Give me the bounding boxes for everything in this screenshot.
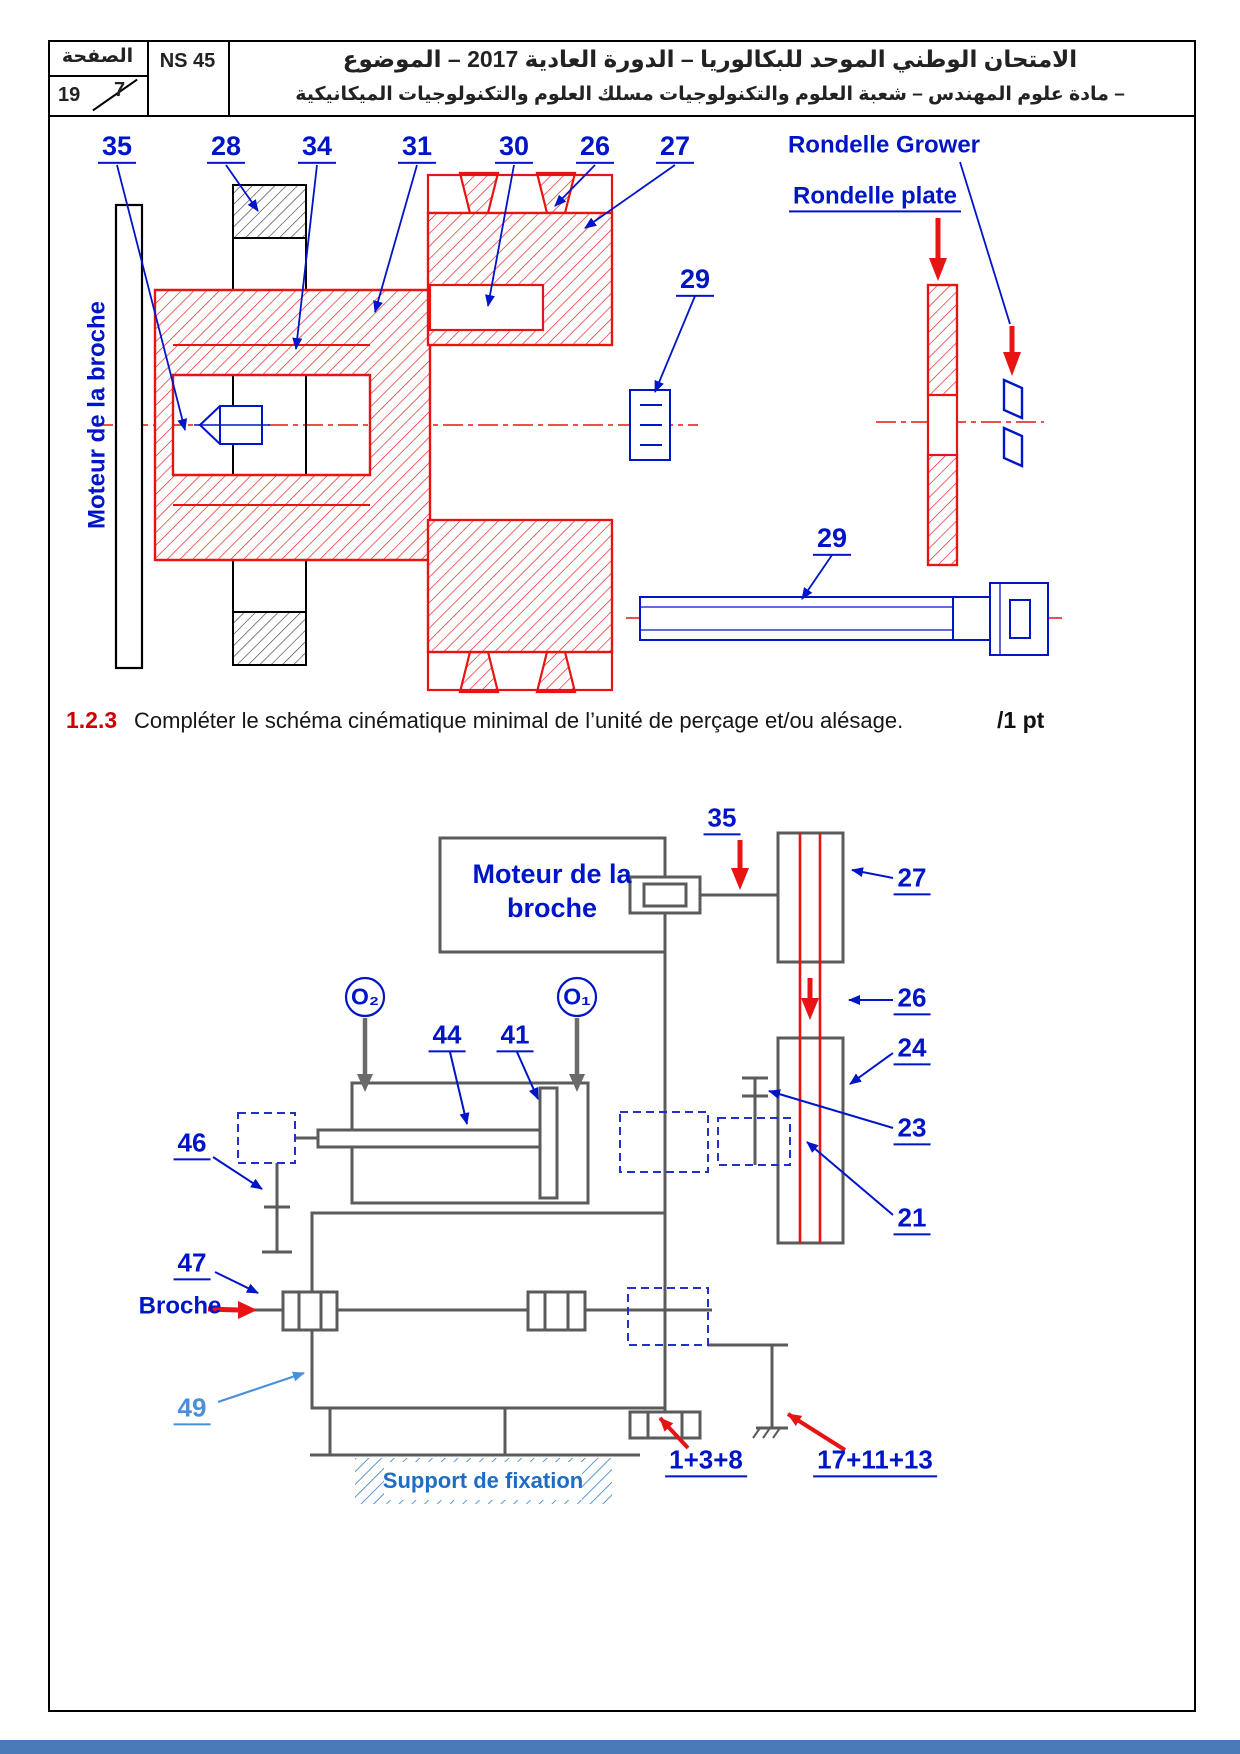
broche-label: Broche (138, 1292, 222, 1320)
question-text: Compléter le schéma cinématique minimal … (134, 708, 904, 733)
part-label-28: 28 (206, 132, 246, 165)
motor-box (438, 836, 667, 954)
part-label-31: 31 (397, 132, 437, 165)
coupling-part35 (194, 405, 270, 445)
page-number: 7 (114, 79, 126, 101)
pulley-24-symbol (776, 1036, 845, 1245)
kinematic-diagram (207, 831, 894, 1504)
schem-label-49: 49 (173, 1394, 211, 1426)
flat-washer (926, 283, 959, 567)
motor-rotated-label: Moteur de la broche (83, 300, 111, 530)
rondelle-plate-label: Rondelle plate (788, 183, 962, 213)
header-vline-2 (228, 40, 230, 117)
schem-label-17-11-13: 17+11+13 (813, 1446, 937, 1478)
leader-49 (217, 1371, 305, 1404)
bolt-29 (639, 582, 1049, 656)
exam-title-line2: – مادة علوم المهندس – شعبة العلوم والتكن… (295, 84, 1125, 105)
motor-plate (114, 203, 144, 670)
part-label-29: 29 (675, 265, 715, 298)
axis-arrows (357, 1018, 585, 1092)
piston (538, 1086, 559, 1200)
bottom-bearing (628, 1410, 702, 1440)
schem-label-23: 23 (893, 1114, 931, 1146)
schem-label-27: 27 (893, 864, 931, 896)
schem-label-35: 35 (703, 804, 741, 836)
part-label-29-bolt: 29 (812, 524, 852, 557)
piston-rod (316, 1128, 542, 1149)
rondelle-grower-label: Rondelle Grower (787, 131, 981, 159)
part-label-27: 27 (655, 132, 695, 165)
o1-label: O₁ (563, 983, 591, 1010)
page-edge-artifact (0, 1740, 1240, 1754)
schem-label-44: 44 (428, 1021, 466, 1053)
schem-label-1-3-8: 1+3+8 (665, 1446, 747, 1478)
header-separator (48, 115, 1196, 117)
schem-label-21: 21 (893, 1204, 931, 1236)
part-label-30: 30 (494, 132, 534, 165)
schem-label-46: 46 (173, 1129, 211, 1161)
structure-lines (222, 831, 845, 1457)
cap-screw-29 (629, 389, 671, 461)
pulley-assembly (426, 171, 614, 694)
missing-element-boxes (237, 1111, 791, 1346)
label-leaders (212, 867, 894, 1294)
pulley-27-symbol (776, 831, 845, 964)
spindle-housing (153, 288, 432, 562)
ns-code: NS 45 (159, 50, 216, 72)
part-leaders (116, 164, 833, 600)
question-points: /1 pt (997, 707, 1045, 733)
ground-hatch-textbg (384, 1462, 582, 1500)
o2-label: O₂ (350, 983, 380, 1010)
exam-title-line1: الامتحان الوطني الموحد للبكالوريا – الدو… (342, 46, 1078, 72)
rondelle-plate-arrow (929, 218, 947, 281)
spindle-bearing-left (281, 1290, 339, 1332)
question-number: 1.2.3 (66, 707, 118, 733)
schem-label-47: 47 (173, 1249, 211, 1281)
rondelle-grower-arrow (959, 161, 1021, 376)
pagebox-title: الصفحة (61, 46, 134, 67)
schem-label-41: 41 (496, 1021, 534, 1053)
motor-box-label: Moteur de la broche (472, 859, 632, 923)
part-label-26: 26 (575, 132, 615, 165)
grower-washer (1002, 378, 1024, 468)
support-label: Support de fixation (382, 1468, 584, 1493)
section-view-drawing (93, 161, 1062, 694)
part-label-35: 35 (97, 132, 137, 165)
header-vline-1 (147, 40, 149, 117)
pagebox-divider (48, 75, 147, 77)
pages-total: 19 (58, 84, 81, 106)
schem-label-24: 24 (893, 1034, 931, 1066)
rotation-center-circles (344, 976, 598, 1018)
belt-lines (798, 833, 822, 1243)
schem-label-26: 26 (893, 984, 931, 1016)
red-callout-arrows (207, 840, 847, 1452)
spindle-bearing-right (526, 1290, 587, 1332)
part-label-34: 34 (297, 132, 337, 165)
